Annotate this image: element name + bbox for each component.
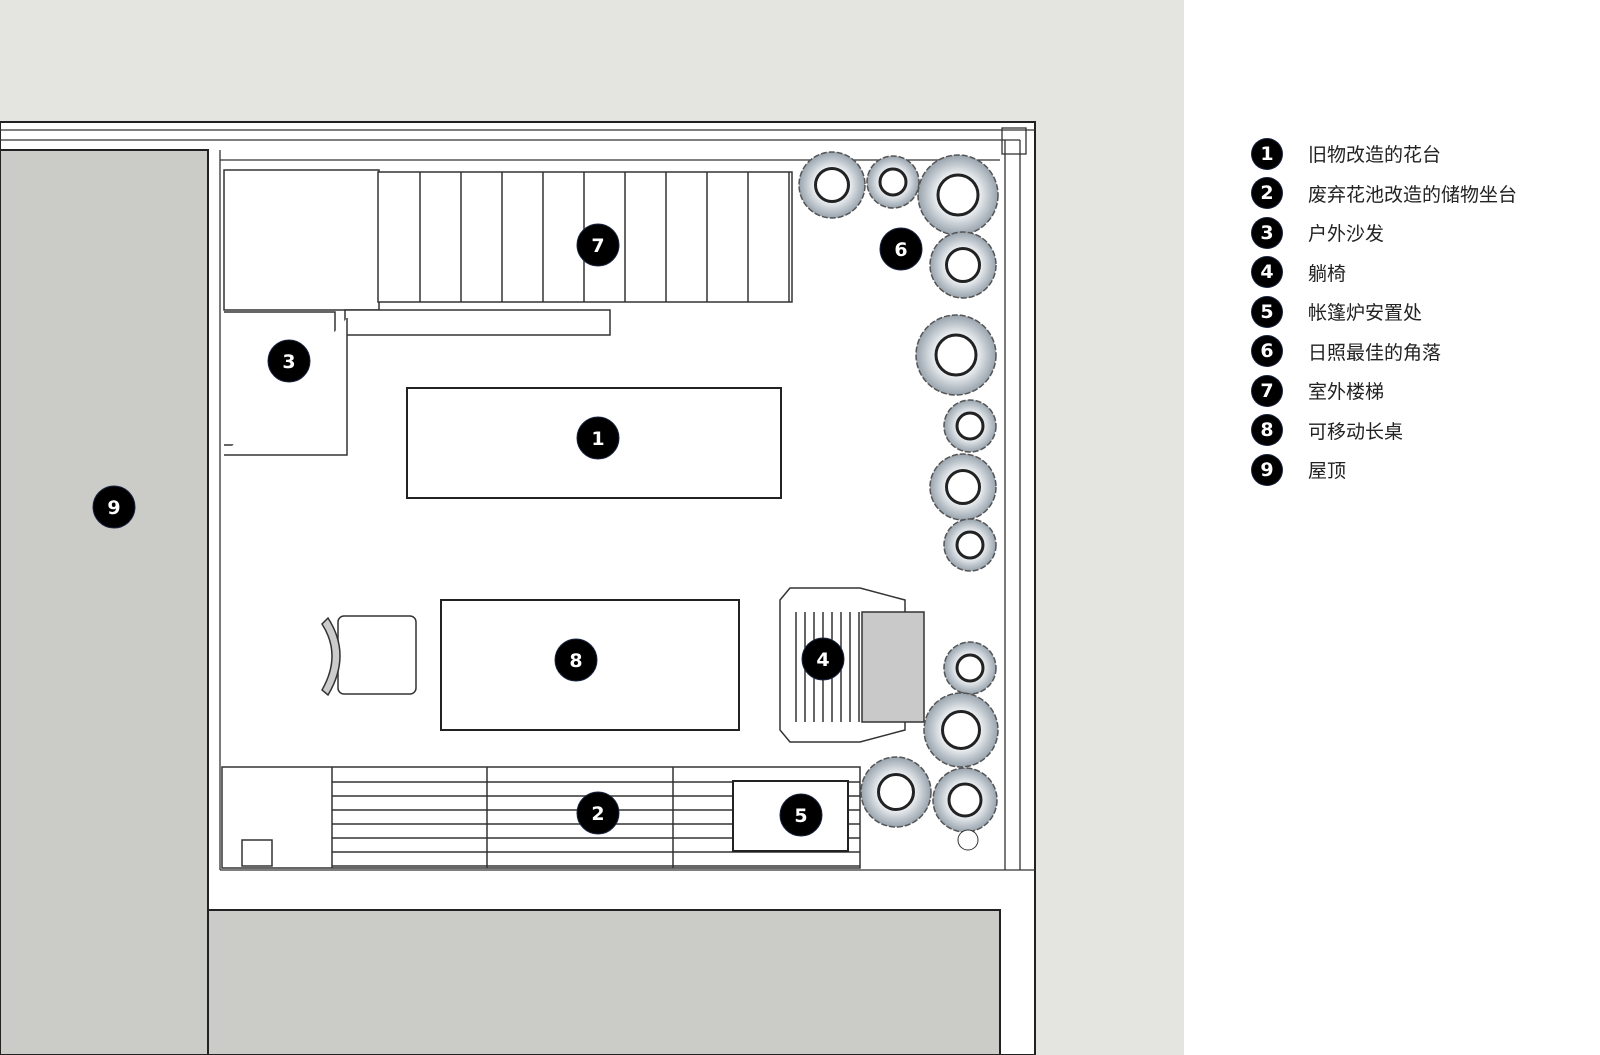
- marker-number: 4: [816, 649, 829, 671]
- marker-number: 1: [591, 428, 604, 450]
- outdoor-sofa: [224, 311, 348, 456]
- legend-marker: 3: [1252, 217, 1282, 248]
- legend-label: 帐篷炉安置处: [1308, 302, 1423, 325]
- legend-label: 躺椅: [1308, 262, 1347, 285]
- plan-marker-5: 5: [779, 793, 823, 837]
- marker-number: 3: [282, 351, 295, 373]
- marker-number: 5: [794, 805, 807, 827]
- plant-pot-inner: [955, 530, 985, 560]
- legend-item: 5 帐篷炉安置处: [1252, 292, 1517, 332]
- plant-pot-inner: [934, 333, 978, 377]
- marker-circle: [879, 227, 923, 271]
- outdoor-staircase: [223, 169, 793, 336]
- roof-area-bottom: [207, 909, 1001, 1055]
- plan-marker-2: 2: [576, 791, 620, 835]
- plan-marker-9: 9: [92, 485, 136, 529]
- legend-label: 废弃花池改造的储物坐台: [1308, 183, 1518, 206]
- marker-number: 9: [107, 497, 120, 519]
- small-pot: [957, 829, 979, 851]
- legend-marker: 4: [1252, 257, 1282, 288]
- legend-marker: 6: [1252, 336, 1282, 367]
- legend-item: 6 日照最佳的角落: [1252, 332, 1517, 372]
- plant-pot-inner: [947, 782, 983, 818]
- legend-label: 日照最佳的角落: [1308, 341, 1442, 364]
- plant-pot-inner: [955, 411, 985, 441]
- walls: [0, 127, 1035, 871]
- marker-circle: [267, 339, 311, 383]
- legend-label: 可移动长桌: [1308, 420, 1404, 443]
- marker-circle: [576, 223, 620, 267]
- legend-item: 2 废弃花池改造的储物坐台: [1252, 174, 1517, 214]
- legend-item: 1 旧物改造的花台: [1252, 134, 1517, 174]
- marker-number: 2: [591, 803, 604, 825]
- plant-pot-inner: [955, 653, 985, 683]
- legend-marker: 9: [1252, 454, 1282, 485]
- legend-label: 室外楼梯: [1308, 381, 1385, 404]
- marker-circle: [779, 793, 823, 837]
- legend-marker: 1: [1252, 138, 1282, 169]
- plan-marker-1: 1: [576, 416, 620, 460]
- legend-label: 旧物改造的花台: [1308, 144, 1442, 167]
- marker-number: 8: [569, 650, 582, 672]
- plant-pot-inner: [945, 469, 981, 505]
- legend-label: 户外沙发: [1308, 223, 1385, 246]
- plan-marker-8: 8: [554, 638, 598, 682]
- plant-pot-inner: [877, 773, 915, 811]
- chair: [321, 615, 417, 697]
- roof-area: [0, 149, 209, 1055]
- plant-pot-inner: [936, 173, 980, 217]
- plant-pot-inner: [814, 167, 850, 203]
- plan-marker-6: 6: [879, 227, 923, 271]
- marker-circle: [801, 637, 845, 681]
- legend-marker: 7: [1252, 375, 1282, 406]
- marker-number: 6: [894, 239, 907, 261]
- legend-marker: 8: [1252, 415, 1282, 446]
- legend-item: 9 屋顶: [1252, 450, 1517, 490]
- marker-number: 7: [591, 235, 604, 257]
- legend-marker: 5: [1252, 296, 1282, 327]
- marker-circle: [554, 638, 598, 682]
- marker-circle: [576, 791, 620, 835]
- plan-marker-3: 3: [267, 339, 311, 383]
- plant-pots: [798, 151, 999, 851]
- legend-item: 4 躺椅: [1252, 253, 1517, 293]
- lounge-chair: [779, 587, 925, 743]
- plant-pot-inner: [945, 247, 981, 283]
- marker-circle: [576, 416, 620, 460]
- legend-item: 8 可移动长桌: [1252, 411, 1517, 451]
- legend-label: 屋顶: [1308, 460, 1347, 483]
- plant-pot-inner: [878, 167, 908, 197]
- plan-marker-4: 4: [801, 637, 845, 681]
- legend-item: 3 户外沙发: [1252, 213, 1517, 253]
- legend-marker: 2: [1252, 178, 1282, 209]
- marker-circle: [92, 485, 136, 529]
- legend-item: 7 室外楼梯: [1252, 371, 1517, 411]
- plant-pot-inner: [941, 710, 981, 750]
- plan-marker-7: 7: [576, 223, 620, 267]
